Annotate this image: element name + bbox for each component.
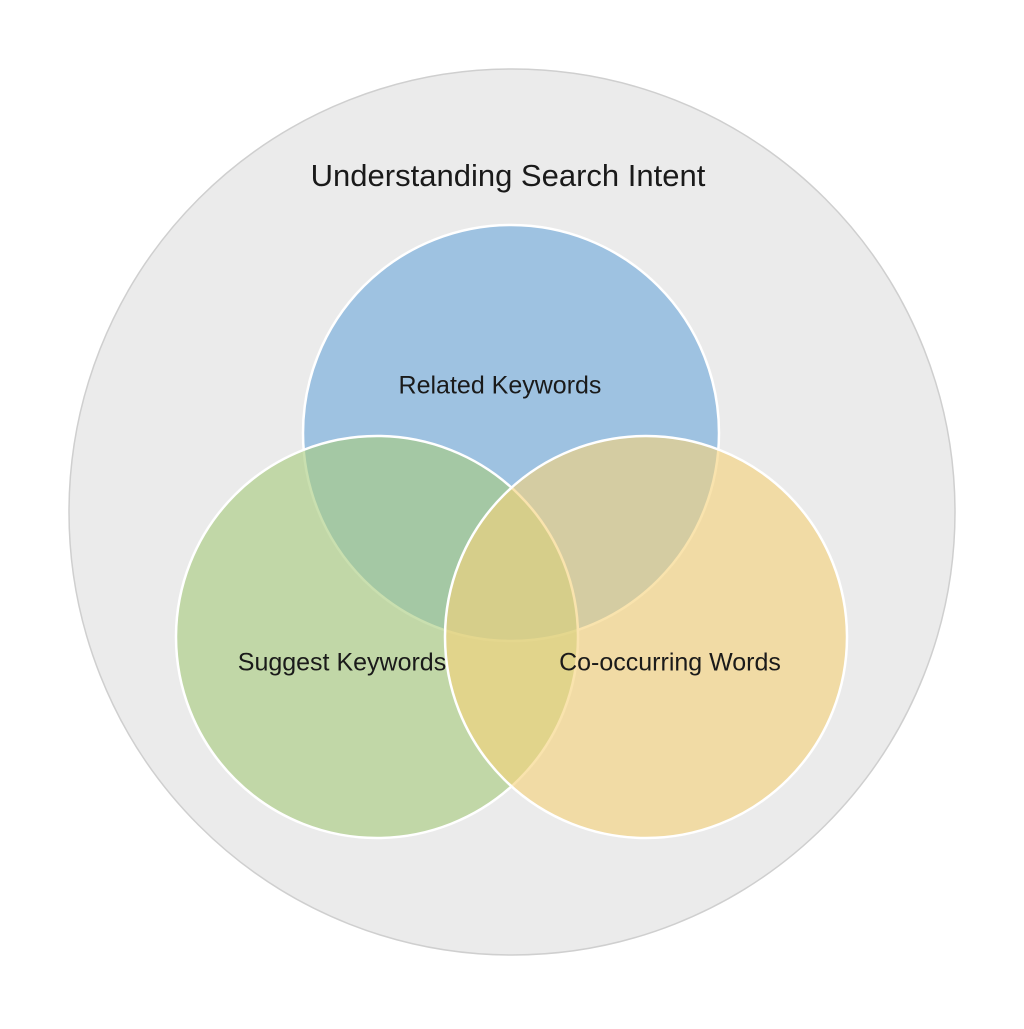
related-keywords-label: Related Keywords bbox=[399, 372, 602, 400]
suggest-keywords-label: Suggest Keywords bbox=[238, 649, 446, 677]
co-occurring-words-label: Co-occurring Words bbox=[559, 649, 781, 677]
set-circles-group bbox=[174, 223, 849, 840]
diagram-title: Understanding Search Intent bbox=[311, 158, 706, 193]
co-occurring-words-circle bbox=[443, 434, 849, 840]
